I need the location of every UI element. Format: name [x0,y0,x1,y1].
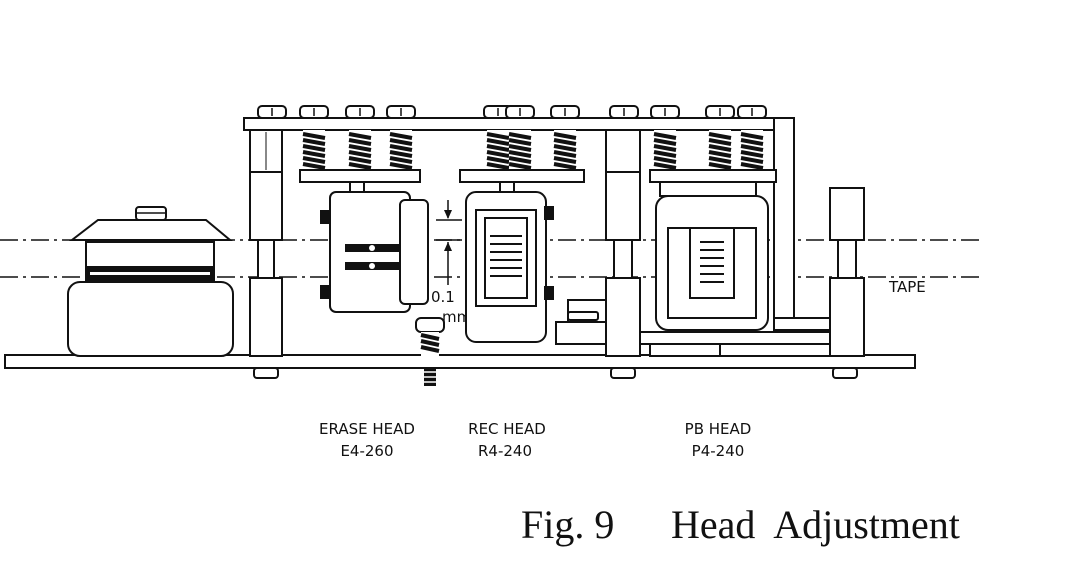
base-plate [4,354,916,369]
figure-number: Fig. 9 [521,502,614,547]
head-labels: ERASE HEAD E4-260 REC HEAD R4-240 PB HEA… [319,420,751,460]
spring [708,130,732,170]
rec-head [459,169,585,343]
post-center [605,129,641,357]
pb-head-label: PB HEAD [685,420,752,438]
pb-head-model: P4-240 [692,442,745,460]
top-screws [257,105,767,119]
spring [740,130,764,170]
spring [302,130,326,170]
right-bracket [773,117,795,329]
rec-head-model: R4-240 [478,442,532,460]
post-right [829,187,865,357]
screw-cap [550,105,580,119]
screw-cap [737,105,767,119]
dimension-value: 0.1 [431,288,455,306]
right-bracket-foot [773,317,835,331]
top-mounting-plate [243,117,793,131]
tape-label: TAPE [888,278,926,296]
spring [653,130,677,170]
screw-cap [257,105,287,119]
erase-head-label: ERASE HEAD [319,420,415,438]
bottom-bolts [253,367,858,379]
spring [486,130,510,170]
erase-adjust-screw [415,317,445,386]
erase-head-model: E4-260 [340,442,393,460]
dimension-unit: mm [442,308,471,326]
spring [508,130,532,170]
height-dimension: 0.1 mm [431,200,471,326]
figure-title: Head Adjustment [671,502,960,547]
capstan-assembly [67,206,234,357]
screw-cap [705,105,735,119]
figure-caption: Fig. 9 Head Adjustment [521,502,960,547]
rec-head-label: REC HEAD [468,420,546,438]
screw-cap [609,105,639,119]
screw-cap [505,105,535,119]
screw-cap [386,105,416,119]
post-left [249,129,283,357]
adjustment-springs [302,130,764,170]
pb-head [649,169,777,331]
pb-head-platform [555,299,831,357]
spring [348,130,372,170]
screw-cap [345,105,375,119]
screw-cap [299,105,329,119]
spring [389,130,413,170]
spring [553,130,577,170]
erase-head [299,169,429,313]
support-posts [249,129,865,357]
screw-cap [650,105,680,119]
